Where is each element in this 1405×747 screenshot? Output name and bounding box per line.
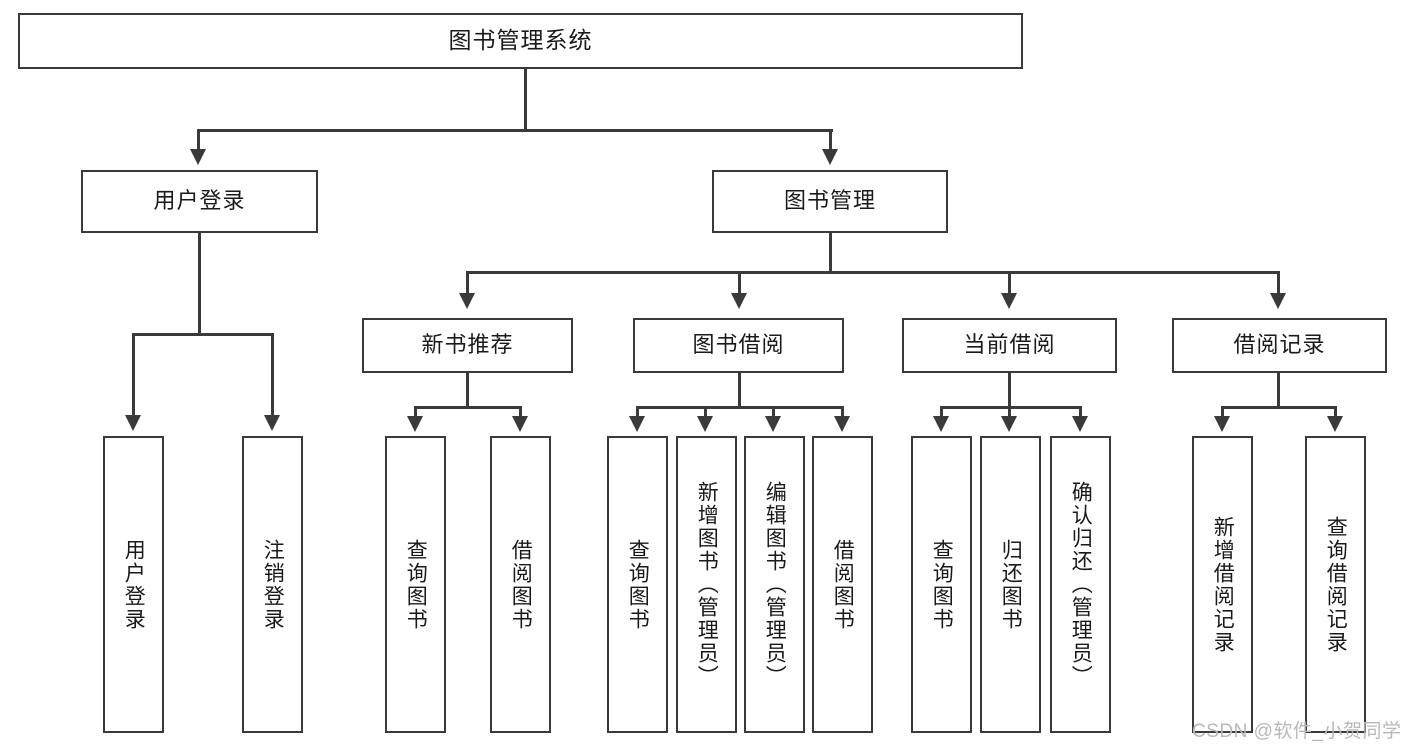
connector-new-book-stem bbox=[466, 373, 469, 408]
connector-to-new-book-recommend bbox=[466, 271, 469, 295]
connector-book-borrow-drop-2 bbox=[704, 406, 707, 418]
connector-user-login-drop-2 bbox=[271, 333, 274, 417]
connector-new-book-drop-2 bbox=[519, 406, 522, 418]
node-borrow-record[interactable]: 借阅记录 bbox=[1172, 318, 1387, 373]
connector-new-book-drop-1 bbox=[414, 406, 417, 418]
leaf-label: 新增借阅记录 bbox=[1211, 515, 1235, 654]
node-label: 图书借阅 bbox=[692, 332, 785, 358]
node-user-login[interactable]: 用户登录 bbox=[81, 170, 318, 233]
arrowhead-book-borrow bbox=[731, 293, 747, 309]
leaf-logout[interactable]: 注销登录 bbox=[242, 436, 303, 733]
node-current-borrow[interactable]: 当前借阅 bbox=[902, 318, 1117, 373]
node-label: 图书管理系统 bbox=[448, 27, 593, 54]
leaf-add-record[interactable]: 新增借阅记录 bbox=[1192, 436, 1253, 733]
connector-user-login-bus bbox=[132, 333, 274, 336]
arrowhead-leaf-query-book-2 bbox=[629, 416, 645, 432]
connector-borrow-record-stem bbox=[1277, 373, 1280, 408]
connector-to-book-management bbox=[829, 129, 832, 151]
connector-to-current-borrow bbox=[1008, 271, 1011, 295]
leaf-return-book[interactable]: 归还图书 bbox=[980, 436, 1041, 733]
csdn-watermark: CSDN @软件_小贺同学 bbox=[1192, 721, 1402, 742]
leaf-confirm-return[interactable]: 确认归还（管理员） bbox=[1050, 436, 1111, 733]
arrowhead-new-book-recommend bbox=[459, 293, 475, 309]
leaf-label: 归还图书 bbox=[999, 538, 1023, 631]
connector-user-login-stem bbox=[198, 233, 201, 335]
leaf-label: 借阅图书 bbox=[509, 538, 533, 631]
arrowhead-leaf-query-record bbox=[1327, 416, 1343, 432]
connector-borrow-record-drop-1 bbox=[1221, 406, 1224, 418]
connector-current-borrow-bus bbox=[940, 406, 1082, 409]
connector-book-borrow-bus bbox=[636, 406, 844, 409]
leaf-label: 借阅图书 bbox=[831, 538, 855, 631]
leaf-edit-book[interactable]: 编辑图书（管理员） bbox=[744, 436, 805, 733]
leaf-label: 查询图书 bbox=[626, 538, 650, 631]
leaf-query-book-1[interactable]: 查询图书 bbox=[385, 436, 446, 733]
arrowhead-leaf-query-book-1 bbox=[407, 416, 423, 432]
leaf-borrow-book-2[interactable]: 借阅图书 bbox=[812, 436, 873, 733]
leaf-label: 用户登录 bbox=[122, 538, 146, 631]
connector-tier3-bus bbox=[466, 271, 1280, 274]
arrowhead-current-borrow bbox=[1001, 293, 1017, 309]
arrowhead-leaf-borrow-book-2 bbox=[834, 416, 850, 432]
leaf-query-book-2[interactable]: 查询图书 bbox=[607, 436, 668, 733]
connector-to-book-borrow bbox=[738, 271, 741, 295]
connector-tier2-bus bbox=[197, 129, 833, 132]
leaf-borrow-book-1[interactable]: 借阅图书 bbox=[490, 436, 551, 733]
node-label: 新书推荐 bbox=[421, 332, 514, 358]
connector-to-user-login bbox=[197, 129, 200, 151]
arrowhead-book-management bbox=[822, 149, 838, 165]
node-book-borrow[interactable]: 图书借阅 bbox=[633, 318, 844, 373]
arrowhead-leaf-add-record bbox=[1214, 416, 1230, 432]
connector-book-borrow-stem bbox=[738, 373, 741, 408]
leaf-user-login[interactable]: 用户登录 bbox=[103, 436, 164, 733]
connector-borrow-record-bus bbox=[1221, 406, 1337, 409]
node-book-management[interactable]: 图书管理 bbox=[712, 170, 948, 233]
leaf-label: 确认归还（管理员） bbox=[1069, 481, 1093, 688]
node-new-book-recommend[interactable]: 新书推荐 bbox=[362, 318, 573, 373]
arrowhead-borrow-record bbox=[1270, 293, 1286, 309]
leaf-label: 查询图书 bbox=[404, 538, 428, 631]
leaf-label: 编辑图书（管理员） bbox=[763, 481, 787, 688]
arrowhead-leaf-borrow-book-1 bbox=[512, 416, 528, 432]
leaf-label: 查询图书 bbox=[930, 538, 954, 631]
connector-current-borrow-stem bbox=[1008, 373, 1011, 408]
connector-current-borrow-drop-1 bbox=[940, 406, 943, 418]
arrowhead-leaf-confirm-return bbox=[1072, 416, 1088, 432]
connector-to-borrow-record bbox=[1277, 271, 1280, 295]
node-label: 当前借阅 bbox=[963, 332, 1056, 358]
arrowhead-leaf-query-book-3 bbox=[933, 416, 949, 432]
connector-current-borrow-drop-3 bbox=[1079, 406, 1082, 418]
leaf-label: 查询借阅记录 bbox=[1324, 515, 1348, 654]
arrowhead-leaf-user-login bbox=[125, 415, 141, 431]
arrowhead-leaf-return-book bbox=[1001, 416, 1017, 432]
node-label: 用户登录 bbox=[153, 188, 246, 214]
connector-root-stem bbox=[524, 69, 527, 131]
node-label: 借阅记录 bbox=[1233, 332, 1326, 358]
connector-user-login-drop-1 bbox=[132, 333, 135, 417]
connector-book-borrow-drop-3 bbox=[772, 406, 775, 418]
connector-book-borrow-drop-4 bbox=[841, 406, 844, 418]
connector-borrow-record-drop-2 bbox=[1334, 406, 1337, 418]
node-root-system[interactable]: 图书管理系统 bbox=[18, 13, 1023, 69]
connector-book-borrow-drop-1 bbox=[636, 406, 639, 418]
connector-current-borrow-drop-2 bbox=[1008, 406, 1011, 418]
arrowhead-leaf-add-book bbox=[697, 416, 713, 432]
arrowhead-user-login bbox=[190, 149, 206, 165]
node-label: 图书管理 bbox=[783, 188, 876, 214]
leaf-label: 注销登录 bbox=[261, 538, 285, 631]
arrowhead-leaf-edit-book bbox=[765, 416, 781, 432]
connector-new-book-bus bbox=[414, 406, 522, 409]
arrowhead-leaf-logout bbox=[264, 415, 280, 431]
leaf-query-book-3[interactable]: 查询图书 bbox=[911, 436, 972, 733]
leaf-query-record[interactable]: 查询借阅记录 bbox=[1305, 436, 1366, 733]
leaf-label: 新增图书（管理员） bbox=[695, 481, 719, 688]
leaf-add-book[interactable]: 新增图书（管理员） bbox=[676, 436, 737, 733]
connector-book-management-stem bbox=[829, 233, 832, 273]
